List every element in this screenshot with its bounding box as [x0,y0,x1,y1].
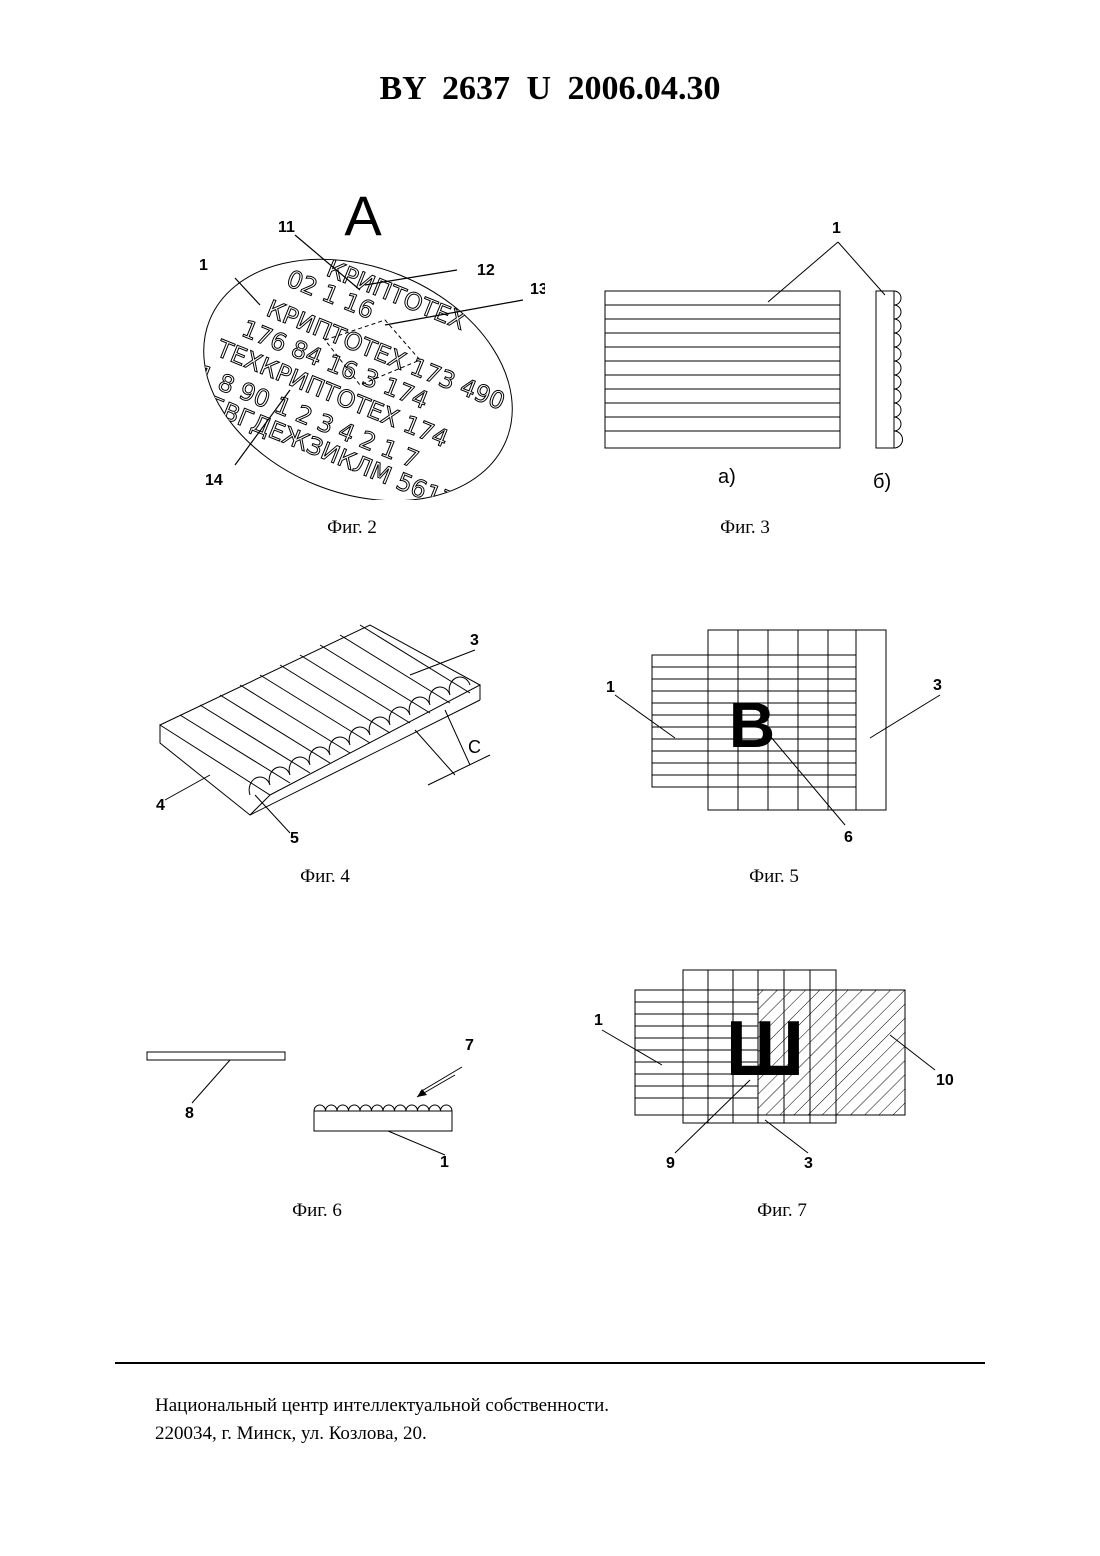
fig3-label-a: а) [718,466,736,488]
fig5-label-3: 3 [933,677,942,694]
footer-line-1: Национальный центр интеллектуальной собс… [155,1392,609,1420]
fig2-label-12: 12 [477,262,495,279]
fig6-label-1: 1 [440,1154,449,1171]
fig5-letter: B [729,689,775,761]
figure-2-drawing: КРИПТОТЕХ 02 1 16 КРИПТОТЕХ 173 490 176 … [185,180,545,500]
fig5-label-1: 1 [606,679,615,696]
fig4-label-4: 4 [156,797,165,814]
fig7-label-1: 1 [594,1012,603,1029]
fig7-letter: Ш [726,1004,804,1092]
figure-7-caption: Фиг. 7 [682,1200,882,1222]
figure-6-caption: Фиг. 6 [217,1200,417,1222]
figure-6-drawing: 7 8 1 [140,1025,490,1175]
fig4-label-c: С [468,737,481,757]
figure-3-caption: Фиг. 3 [645,517,845,539]
fig7-label-3: 3 [804,1155,813,1172]
footer: Национальный центр интеллектуальной собс… [155,1392,609,1448]
figure-7-drawing: Ш 1 10 9 3 [590,965,960,1175]
fig6-label-7: 7 [465,1037,474,1054]
footer-divider [115,1362,985,1364]
fig2-label-14: 14 [205,472,223,489]
figure-4-drawing: 3 4 5 С [150,615,520,855]
figure-5-caption: Фиг. 5 [674,866,874,888]
fig6-label-8: 8 [185,1105,194,1122]
footer-line-2: 220034, г. Минск, ул. Козлова, 20. [155,1420,609,1448]
fig4-label-3: 3 [470,632,479,649]
fig3-label-b: б) [873,471,891,493]
fig5-label-6: 6 [844,829,853,846]
document-header: BY 2637 U 2006.04.30 [0,70,1100,108]
fig2-label-1: 1 [199,257,208,274]
fig4-label-5: 5 [290,830,299,847]
fig2-letter: A [344,184,382,247]
fig2-label-11: 11 [278,219,295,236]
figure-5-drawing: B 1 3 6 [600,620,960,850]
figure-4-caption: Фиг. 4 [225,866,425,888]
fig7-label-9: 9 [666,1155,675,1172]
figure-2-caption: Фиг. 2 [252,517,452,539]
fig2-label-13: 13 [530,281,545,298]
fig3-label-1: 1 [832,220,841,237]
fig7-label-10: 10 [936,1072,954,1089]
figure-3-drawing: 1 а) б) [600,205,930,505]
